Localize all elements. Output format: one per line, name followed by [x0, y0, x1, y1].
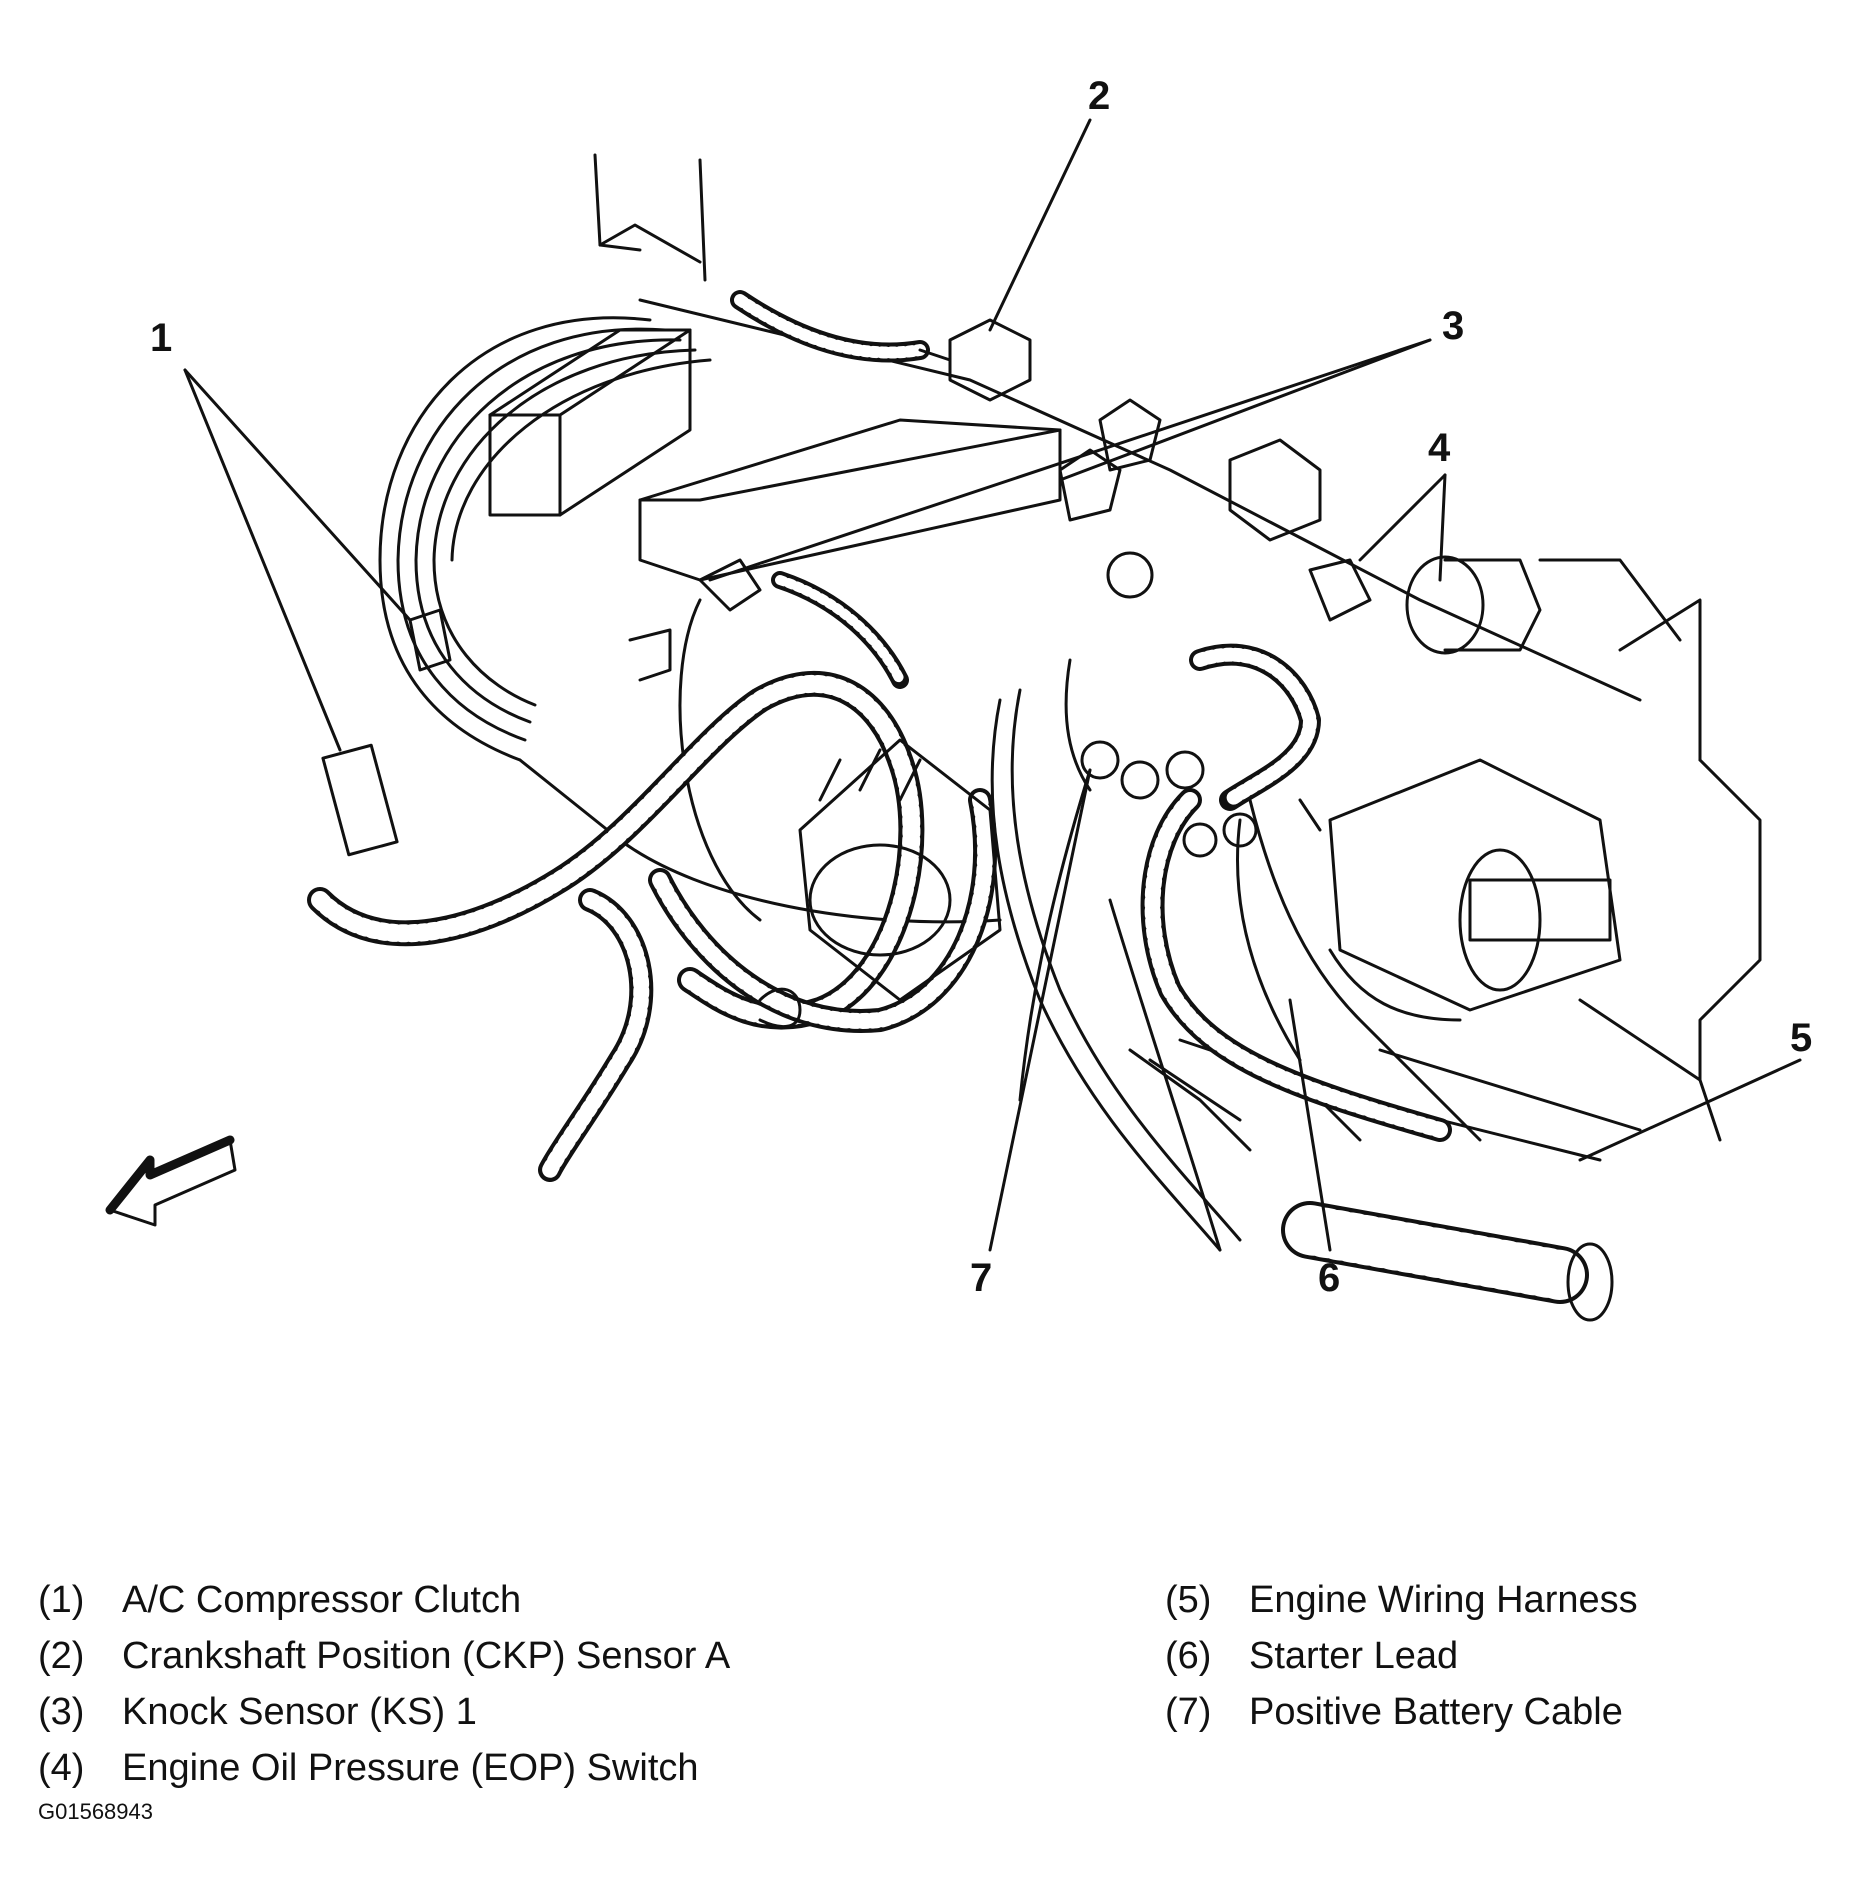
cable-terminals	[1080, 740, 1258, 858]
legend-item-7: (7) Positive Battery Cable	[1165, 1684, 1638, 1740]
ckp-sensor	[918, 318, 1032, 402]
legend-item-5: (5) Engine Wiring Harness	[1165, 1572, 1638, 1628]
eop-switch	[1228, 438, 1542, 655]
legend-text: Crankshaft Position (CKP) Sensor A	[122, 1635, 731, 1677]
legend-number: (2)	[38, 1635, 85, 1677]
legend-item-1: (1) A/C Compressor Clutch	[38, 1572, 730, 1628]
legend-item-6: (6) Starter Lead	[1165, 1628, 1638, 1684]
callout-2: 2	[1088, 74, 1111, 118]
callout-4: 4	[1428, 426, 1451, 470]
legend-number: (6)	[1165, 1635, 1212, 1677]
legend-text: Engine Wiring Harness	[1249, 1579, 1638, 1621]
ac-compressor	[378, 316, 1002, 924]
legend-number: (3)	[38, 1691, 85, 1733]
callout-1: 1	[150, 316, 173, 360]
callout-6: 6	[1318, 1256, 1341, 1300]
legend-right-column: (5) Engine Wiring Harness (6) Starter Lead…	[1165, 1572, 1638, 1740]
front-direction-arrow	[105, 1135, 237, 1227]
engine-wiring-harness-loom	[307, 290, 1614, 1322]
legend-item-2: (2) Crankshaft Position (CKP) Sensor A	[38, 1628, 730, 1684]
legend-number: (7)	[1165, 1691, 1212, 1733]
legend-left-column: (1) A/C Compressor Clutch (2) Crankshaft P…	[38, 1572, 730, 1796]
leader-lines	[183, 118, 1802, 1252]
oil-filter-adapter	[798, 738, 1002, 1002]
legend-number: (5)	[1165, 1579, 1212, 1621]
legend-text: Engine Oil Pressure (EOP) Switch	[122, 1747, 699, 1789]
legend-text: Starter Lead	[1249, 1635, 1459, 1677]
figure-id: G01568943	[38, 1799, 153, 1824]
legend-number: (1)	[38, 1579, 85, 1621]
legend-text: A/C Compressor Clutch	[122, 1579, 522, 1621]
callout-7: 7	[970, 1256, 993, 1300]
mounting-bracket	[628, 418, 1062, 682]
starter-motor	[1298, 758, 1622, 1022]
legend-number: (4)	[38, 1747, 85, 1789]
engine-wiring-illustration	[105, 118, 1802, 1322]
legend-text: Knock Sensor (KS) 1	[122, 1691, 477, 1733]
ac-clutch-connector	[321, 608, 802, 1029]
callout-5: 5	[1790, 1016, 1813, 1060]
knock-sensor	[698, 398, 1162, 612]
legend-item-4: (4) Engine Oil Pressure (EOP) Switch	[38, 1740, 730, 1796]
cables	[990, 658, 1482, 1252]
legend-text: Positive Battery Cable	[1249, 1691, 1623, 1733]
legend-item-3: (3) Knock Sensor (KS) 1	[38, 1684, 730, 1740]
callout-3: 3	[1442, 304, 1465, 348]
